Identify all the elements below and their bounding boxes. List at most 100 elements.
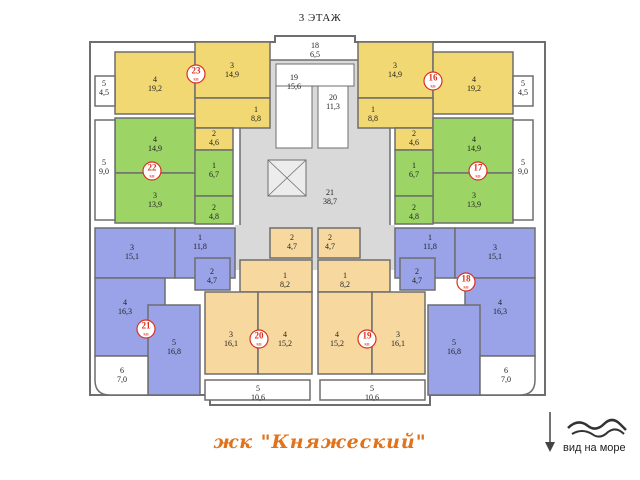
- room-area: 19,2: [148, 84, 162, 93]
- room-number: 5: [172, 338, 176, 347]
- room-area: 15,2: [330, 339, 344, 348]
- room-number: 2: [212, 203, 216, 212]
- room-label-l5b: 59,0: [99, 158, 109, 176]
- apartment-suffix: кв: [463, 285, 469, 291]
- room-area: 19,2: [467, 84, 481, 93]
- room-label-m3a: 316,1: [224, 330, 238, 348]
- bottom-corridor: [204, 379, 426, 401]
- room-number: 5: [521, 158, 525, 167]
- room-number: 2: [412, 203, 416, 212]
- room-number: 19: [290, 73, 298, 82]
- apartment-16-zone: [357, 41, 534, 151]
- room-label-l4a: 419,2: [148, 75, 162, 93]
- room-area: 14,9: [148, 144, 162, 153]
- room-area: 8,2: [340, 280, 350, 289]
- room-number: 5: [452, 338, 456, 347]
- room-label-l2a: 24,6: [209, 129, 219, 147]
- room-label-r4c: 416,3: [493, 298, 507, 316]
- apartment-marker-circle: [357, 329, 377, 349]
- room-number: 1: [283, 271, 287, 280]
- room-label-r4b: 414,9: [467, 135, 481, 153]
- room-number: 3: [153, 191, 157, 200]
- apartment-marker-circle: [136, 319, 156, 339]
- room-label-l5a: 54,5: [99, 79, 109, 97]
- room-label-l2b: 24,8: [209, 203, 219, 221]
- room-number: 1: [371, 105, 375, 114]
- room-area: 6,7: [409, 170, 419, 179]
- room-label-r2a: 24,6: [409, 129, 419, 147]
- apartment-marker-circle: [468, 161, 488, 181]
- room-number: 4: [335, 330, 339, 339]
- apartment-marker-circle: [456, 272, 476, 292]
- room-number: 4: [498, 298, 502, 307]
- apartment-suffix: кв: [256, 342, 262, 348]
- room-number: 4: [153, 135, 157, 144]
- room-label-l4c: 416,3: [118, 298, 132, 316]
- room-area: 4,7: [207, 276, 217, 285]
- room-area: 8,2: [280, 280, 290, 289]
- room-label-l1c: 111,8: [193, 233, 207, 251]
- apartment-marker-circle: [249, 329, 269, 349]
- room-number: 1: [428, 233, 432, 242]
- room-labels: 186,51915,62011,32138,754,5419,2314,918,…: [99, 41, 528, 402]
- room-area: 11,8: [423, 242, 437, 251]
- room-label-r3b: 313,9: [467, 191, 481, 209]
- room-area: 4,6: [409, 138, 419, 147]
- room-number: 4: [283, 330, 287, 339]
- room-number: 3: [396, 330, 400, 339]
- room-area: 8,8: [368, 114, 378, 123]
- room-label-m5b: 510,6: [365, 384, 379, 402]
- room-number: 1: [198, 233, 202, 242]
- room-area: 4,7: [412, 276, 422, 285]
- room-label-r5c: 516,8: [447, 338, 461, 356]
- room-area: 15,1: [488, 252, 502, 261]
- room-number: 4: [123, 298, 127, 307]
- room-number: 4: [472, 135, 476, 144]
- room-area: 15,2: [278, 339, 292, 348]
- room-number: 1: [412, 161, 416, 170]
- room-area: 16,1: [224, 339, 238, 348]
- room-label-r3c: 315,1: [488, 243, 502, 261]
- room-number: 6: [120, 366, 124, 375]
- room-area: 10,6: [251, 393, 265, 402]
- room-area: 9,0: [99, 167, 109, 176]
- room-area: 38,7: [323, 197, 337, 206]
- apartment-20-zone: [204, 227, 313, 375]
- apartment-number: 23: [192, 66, 202, 76]
- room-label-r2c: 24,7: [412, 267, 422, 285]
- room-label-l3c: 315,1: [125, 243, 139, 261]
- room-number: 2: [290, 233, 294, 242]
- room-area: 6,5: [310, 50, 320, 59]
- room-number: 21: [326, 188, 334, 197]
- room-area: 4,7: [325, 242, 335, 251]
- room-label-m1a: 18,2: [280, 271, 290, 289]
- room-number: 2: [328, 233, 332, 242]
- apartment-19-zone: [317, 227, 426, 375]
- room-label-r3a: 314,9: [388, 61, 402, 79]
- room-area: 4,5: [99, 88, 109, 97]
- room-label-r1a: 18,8: [368, 105, 378, 123]
- room-area: 16,8: [447, 347, 461, 356]
- room-number: 2: [412, 129, 416, 138]
- room-area: 13,9: [148, 200, 162, 209]
- room-label-m5a: 510,6: [251, 384, 265, 402]
- room-number: 2: [212, 129, 216, 138]
- room-area: 10,6: [365, 393, 379, 402]
- room-label-l1a: 18,8: [251, 105, 261, 123]
- room-number: 5: [102, 79, 106, 88]
- room-area: 7,0: [501, 375, 511, 384]
- room-area: 15,1: [125, 252, 139, 261]
- room-label-m1b: 18,2: [340, 271, 350, 289]
- room-number: 1: [343, 271, 347, 280]
- room-area: 4,7: [287, 242, 297, 251]
- room-label-r18: 186,5: [310, 41, 320, 59]
